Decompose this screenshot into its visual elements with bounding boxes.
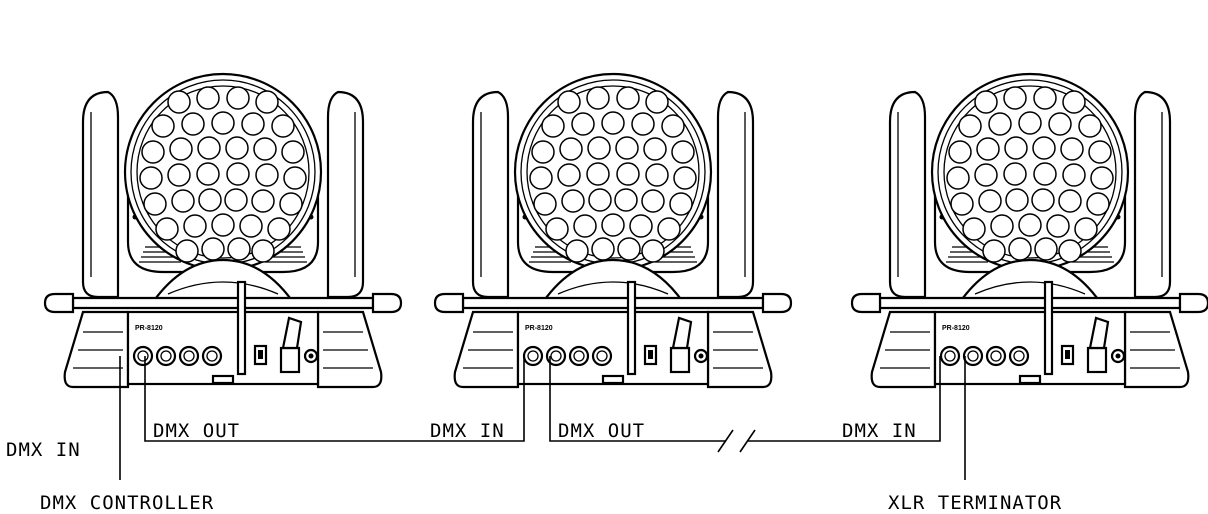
fixture-2: PR-8120	[433, 72, 793, 389]
fixture-3: PR-8120	[850, 72, 1208, 389]
dmx-out-label-1: DMX OUT	[153, 420, 240, 442]
fixture-model-label: PR-8120	[942, 325, 970, 332]
dmx-cables	[119, 356, 966, 480]
dmx-in-label-2: DMX IN	[430, 420, 505, 442]
fixture-model-label: PR-8120	[135, 325, 163, 332]
dmx-in-label-3: DMX IN	[842, 420, 917, 442]
dmx-in-label-left: DMX IN	[6, 439, 81, 461]
dmx-out-label-2: DMX OUT	[558, 420, 645, 442]
xlr-terminator-label: XLR TERMINATOR	[888, 492, 1062, 514]
fixture-model-label: PR-8120	[525, 325, 553, 332]
cable-2-to-3	[549, 356, 941, 442]
dmx-controller-label: DMX CONTROLLER	[40, 492, 214, 514]
break-mark	[717, 429, 756, 453]
fixture-1: PR-8120	[43, 72, 403, 389]
cable-1-to-2	[144, 356, 525, 442]
